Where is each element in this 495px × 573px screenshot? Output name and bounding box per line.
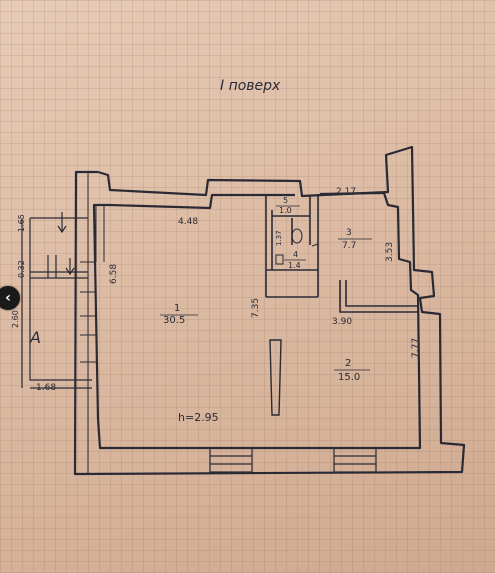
dim-left-wall: 6.58 [109,264,119,284]
partitions [265,194,418,313]
dim-wc-side: 1.37 [275,230,283,246]
entrance-porch [21,212,92,389]
exterior-walls [73,145,466,476]
room-5-number: 5 [283,196,288,205]
room-1-area: 30.5 [163,315,185,326]
room-4-number: 4 [293,250,298,259]
dimension-labels: 4.48 2.17 6.58 7.35 3.90 7.77 3.53 1.37 … [11,187,421,393]
wall-thickness [80,172,105,474]
entrance-letter: А [29,328,41,347]
dim-entry-side: 2.60 [11,310,20,328]
previous-image-button[interactable]: ‹ [0,286,20,310]
dim-partition: 7.35 [251,298,261,318]
dim-room3-side: 3.53 [385,242,395,262]
column [269,339,282,416]
dim-top-left: 4.48 [178,217,198,227]
plumbing-fixtures [275,228,319,265]
dim-room2-width: 3.90 [332,317,352,327]
room-3-number: 3 [346,228,352,238]
room-2-area: 15.0 [338,372,360,383]
dim-entry-gap: 0.32 [17,260,26,278]
plan-title: I поверх [220,78,281,94]
windows [209,447,377,473]
room-labels: 1 30.5 2 15.0 3 7.7 4 1.4 5 1.0 [160,196,372,383]
room-1-number: 1 [174,303,180,314]
room-3-area: 7.7 [342,241,356,251]
dim-top-right: 2.17 [336,187,356,197]
dim-right-wall: 7.77 [411,338,421,358]
room-4-area: 1.4 [288,261,301,270]
dim-entry-bottom: 1.68 [36,383,56,393]
room-5-area: 1.0 [279,206,292,215]
dim-entry-top: 1.65 [17,214,26,232]
room-2-number: 2 [345,358,351,369]
ceiling-height: h=2.95 [178,411,219,424]
